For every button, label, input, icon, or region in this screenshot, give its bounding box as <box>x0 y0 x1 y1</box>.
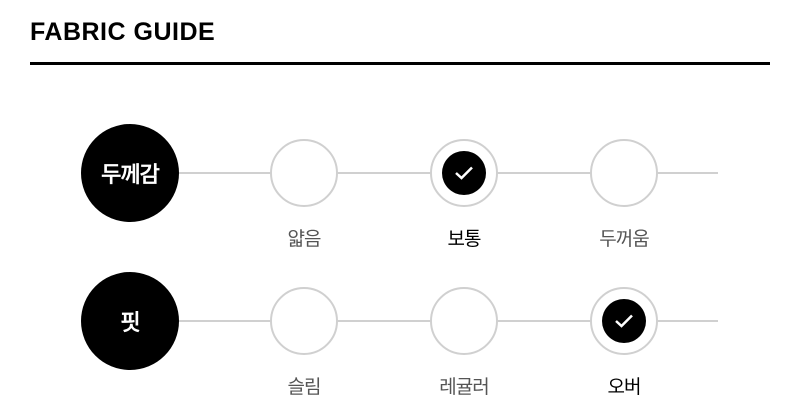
option-circle[interactable] <box>270 287 338 355</box>
option-label: 두꺼움 <box>599 228 649 250</box>
option-circle[interactable] <box>590 287 658 355</box>
option-label: 보통 <box>447 228 482 250</box>
option-label: 레귤러 <box>439 376 489 398</box>
option-label: 오버 <box>607 376 642 398</box>
track-line <box>130 172 718 174</box>
option-label: 얇음 <box>287 228 322 250</box>
option-circle[interactable] <box>270 139 338 207</box>
option-circle[interactable] <box>430 139 498 207</box>
option-circle[interactable] <box>590 139 658 207</box>
title-divider <box>30 62 770 65</box>
track-line <box>130 320 718 322</box>
page-title: FABRIC GUIDE <box>30 18 216 46</box>
check-icon <box>442 151 486 195</box>
category-badge: 두께감 <box>81 124 179 222</box>
option-circle[interactable] <box>430 287 498 355</box>
category-badge: 핏 <box>81 272 179 370</box>
option-label: 슬림 <box>287 376 322 398</box>
check-icon <box>602 299 646 343</box>
